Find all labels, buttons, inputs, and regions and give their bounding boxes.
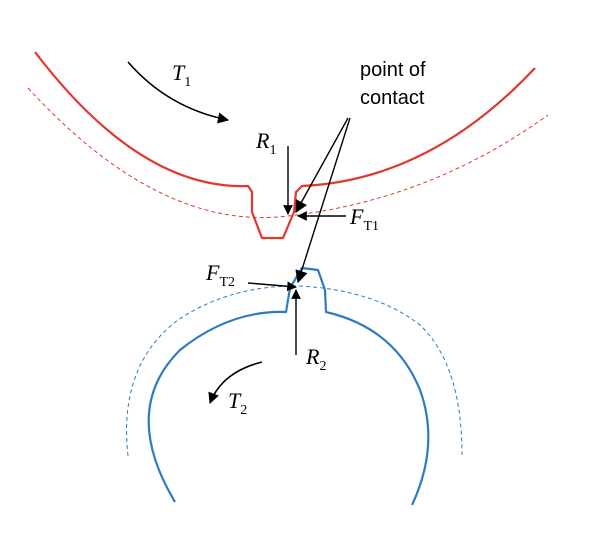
- label-t1: T1: [172, 60, 191, 90]
- label-ft2-main: F: [205, 260, 220, 285]
- lower-gear-outline: [147, 266, 430, 506]
- upper-gear: [27, 51, 549, 240]
- contact-pointer-upper: [295, 117, 349, 214]
- label-r2-sub: 2: [319, 359, 326, 374]
- upper-gear-outline: [34, 51, 536, 240]
- label-r1-sub: 1: [269, 143, 276, 158]
- torque-t1-arrow: [127, 61, 230, 124]
- label-t2: T2: [228, 388, 247, 418]
- label-ft2: FT2: [205, 260, 235, 290]
- label-ft1: FT1: [349, 204, 379, 234]
- point-of-contact-label-line2: contact: [360, 87, 425, 109]
- label-t1-sub: 1: [184, 75, 191, 90]
- force-ft2-arrow: [247, 281, 297, 292]
- label-t2-main: T: [228, 388, 242, 413]
- contact-pointer-lower: [295, 117, 351, 284]
- label-t1-main: T: [172, 60, 186, 85]
- label-r1-main: R: [255, 128, 270, 153]
- lower-gear: [126, 266, 463, 506]
- label-r2-main: R: [305, 344, 320, 369]
- label-ft2-sub: T2: [219, 275, 235, 290]
- upper-gear-pitch-circle: [27, 87, 549, 219]
- point-of-contact-label-line1: point of: [360, 59, 426, 81]
- lower-gear-pitch-circle: [126, 285, 463, 457]
- labels: point of contact T1 R1 FT1 FT2 R2 T2: [172, 59, 426, 418]
- torque-t2-arrow: [208, 361, 263, 405]
- label-r1: R1: [255, 128, 276, 158]
- arrows: [127, 61, 351, 405]
- label-ft1-main: F: [349, 204, 364, 229]
- label-ft1-sub: T1: [363, 219, 379, 234]
- label-r2: R2: [305, 344, 326, 374]
- label-t2-sub: 2: [240, 403, 247, 418]
